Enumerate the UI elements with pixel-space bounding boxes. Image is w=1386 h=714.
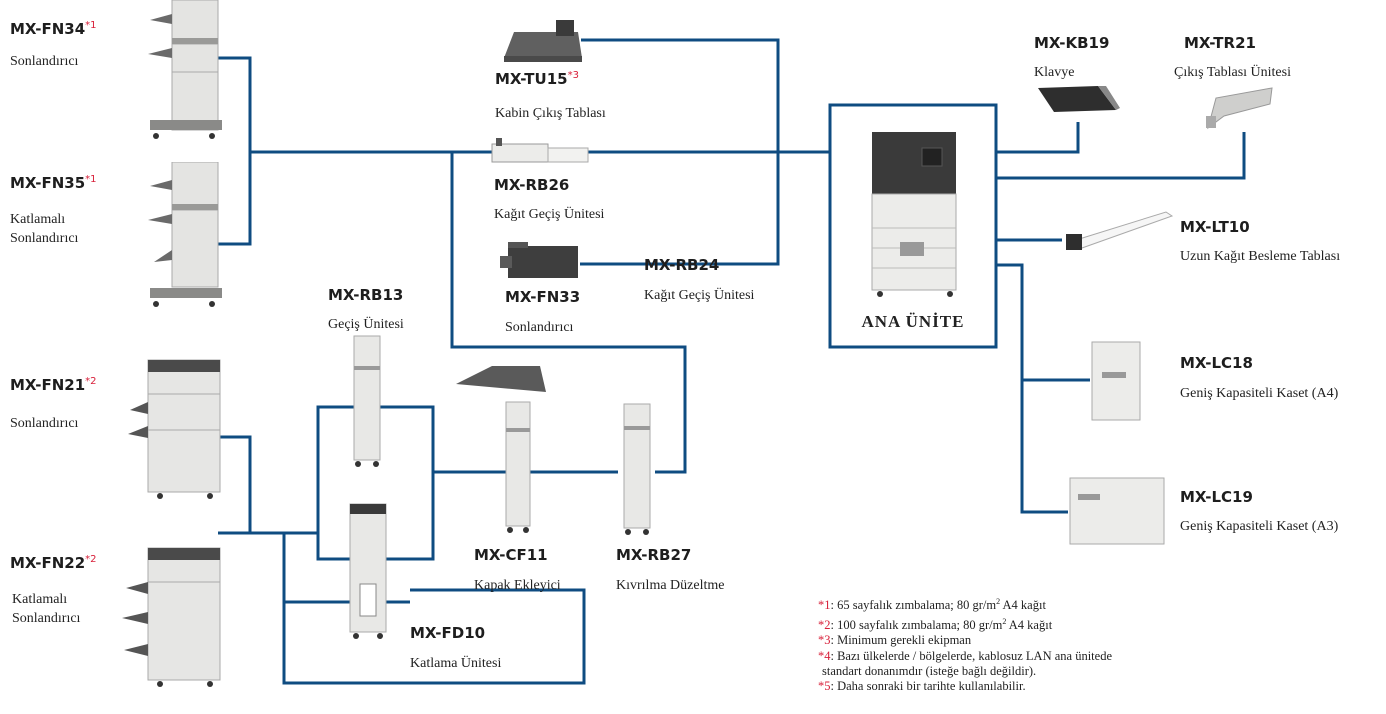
footnote: *1: 65 sayfalık zımbalama; 80 gr/m2 A4 k… — [818, 597, 1046, 613]
large-cassette-lc18-image — [1090, 340, 1142, 429]
folding-unit-fd10-image — [346, 500, 390, 645]
tu15-code: MX-TU15*3 — [495, 70, 579, 88]
fn21-desc: Sonlandırıcı — [10, 416, 79, 431]
finisher-fn33-image — [500, 240, 582, 285]
tu15-desc: Kabin Çıkış Tablası — [495, 106, 606, 121]
tr21-code: MX-TR21 — [1184, 34, 1256, 52]
rb24-desc: Kağıt Geçiş Ünitesi — [644, 288, 755, 303]
lc18-code: MX-LC18 — [1180, 354, 1253, 372]
kb19-code: MX-KB19 — [1034, 34, 1110, 52]
tr21-desc: Çıkış Tablası Ünitesi — [1174, 65, 1291, 80]
folding-finisher-fn22-image — [118, 546, 224, 695]
inserter-cf11-image — [452, 362, 548, 539]
rb27-code: MX-RB27 — [616, 546, 692, 564]
rb27-desc: Kıvrılma Düzeltme — [616, 578, 725, 593]
footnote: *2: 100 sayfalık zımbalama; 80 gr/m2 A4 … — [818, 616, 1053, 632]
decurler-rb27-image — [620, 400, 654, 541]
kb19-desc: Klavye — [1034, 65, 1075, 80]
fn21-code: MX-FN21*2 — [10, 376, 97, 394]
lc19-desc: Geniş Kapasiteli Kaset (A3) — [1180, 519, 1339, 534]
cf11-code: MX-CF11 — [474, 546, 548, 564]
main-unit-label: ANA ÜNİTE — [861, 312, 965, 331]
fd10-desc: Katlama Ünitesi — [410, 656, 502, 671]
fn34-code: MX-FN34*1 — [10, 20, 97, 38]
large-cassette-lc19-image — [1068, 476, 1168, 553]
pass-unit-rb13-image — [350, 332, 384, 473]
paper-pass-rb26-image — [490, 136, 594, 171]
lt10-code: MX-LT10 — [1180, 218, 1250, 236]
fn33-desc: Sonlandırıcı — [505, 320, 574, 335]
exit-tray-tr21-image — [1200, 86, 1276, 139]
finisher-fn34-image — [140, 0, 230, 150]
fn34-desc: Sonlandırıcı — [10, 54, 79, 69]
exit-tray-tu15-image — [500, 18, 582, 73]
footnote: standart donanımdır (isteğe bağlı değild… — [822, 663, 1037, 678]
finisher-fn21-image — [128, 358, 224, 507]
folding-finisher-fn35-image — [140, 161, 230, 317]
fn35-code: MX-FN35*1 — [10, 174, 97, 192]
rb26-desc: Kağıt Geçiş Ünitesi — [494, 207, 605, 222]
rb13-desc: Geçiş Ünitesi — [328, 317, 404, 332]
lc18-desc: Geniş Kapasiteli Kaset (A4) — [1180, 386, 1339, 401]
main-unit-image — [866, 124, 962, 305]
lt10-desc: Uzun Kağıt Besleme Tablası — [1180, 249, 1341, 264]
fn22-code: MX-FN22*2 — [10, 554, 97, 572]
footnote: *3: Minimum gerekli ekipman — [818, 633, 972, 648]
rb26-code: MX-RB26 — [494, 176, 570, 194]
rb13-code: MX-RB13 — [328, 286, 404, 304]
footnote: *5: Daha sonraki bir tarihte kullanılabi… — [818, 679, 1026, 694]
cf11-desc: Kapak Ekleyici — [474, 578, 561, 593]
fn33-code: MX-FN33 — [505, 288, 581, 306]
rb24-code: MX-RB24 — [644, 256, 720, 274]
footnotes: *1: 65 sayfalık zımbalama; 80 gr/m2 A4 k… — [818, 594, 1112, 695]
lc19-code: MX-LC19 — [1180, 488, 1253, 506]
fd10-code: MX-FD10 — [410, 624, 486, 642]
keyboard-kb19-image — [1034, 82, 1120, 121]
footnote: *4: Bazı ülkelerde / bölgelerde, kablosu… — [818, 648, 1112, 663]
long-paper-tray-lt10-image — [1062, 208, 1174, 261]
